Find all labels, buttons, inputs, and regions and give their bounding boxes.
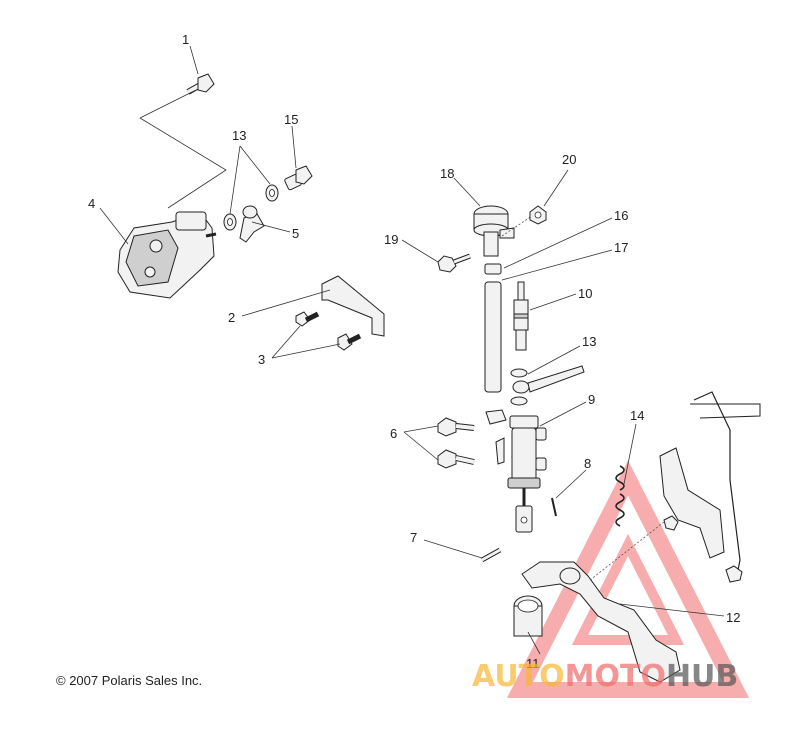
mounting-bracket-2 <box>321 275 385 337</box>
leader-lines <box>99 45 725 655</box>
callout-10: 10 <box>578 286 592 301</box>
watermark-moto: MOTO <box>565 659 666 694</box>
watermark-hub: HUB <box>666 659 738 694</box>
spring-14 <box>615 465 625 527</box>
master-cylinder-9 <box>495 415 547 533</box>
hose-clamp <box>485 409 507 425</box>
screws-3 <box>295 311 362 351</box>
bolt-1 <box>186 73 215 95</box>
washers-13-right <box>510 368 528 406</box>
callout-2: 2 <box>228 310 235 325</box>
callout-20: 20 <box>562 152 576 167</box>
callout-6: 6 <box>390 426 397 441</box>
frame-bracket <box>659 391 761 583</box>
watermark-auto: AUTO <box>472 659 565 694</box>
hose-17 <box>484 281 502 393</box>
brake-caliper-4 <box>117 211 217 299</box>
pin-7 <box>480 547 502 563</box>
callouts: 1 13 15 4 5 2 3 18 20 19 16 17 10 13 9 6… <box>88 32 740 671</box>
banjo-bolt-15 <box>284 165 313 191</box>
copyright-notice: © 2007 Polaris Sales Inc. <box>56 673 202 688</box>
callout-16: 16 <box>614 208 628 223</box>
callout-1: 1 <box>182 32 189 47</box>
reservoir-18 <box>473 205 515 257</box>
nut-20 <box>529 205 547 225</box>
callout-7: 7 <box>410 530 417 545</box>
brake-pedal-11 <box>513 561 681 683</box>
callout-9: 9 <box>588 392 595 407</box>
cotter-pin-8 <box>551 497 557 517</box>
washer-13-left <box>223 184 279 231</box>
callout-18: 18 <box>440 166 454 181</box>
callout-19: 19 <box>384 232 398 247</box>
clamp-16 <box>484 263 502 275</box>
callout-5: 5 <box>292 226 299 241</box>
callout-13-right: 13 <box>582 334 596 349</box>
screw-19 <box>437 253 471 273</box>
banjo-hose-fitting <box>512 365 585 394</box>
callout-13-left: 13 <box>232 128 246 143</box>
callout-12: 12 <box>726 610 740 625</box>
callout-8: 8 <box>584 456 591 471</box>
callout-14: 14 <box>630 408 644 423</box>
banjo-fitting-5 <box>239 205 265 243</box>
callout-4: 4 <box>88 196 95 211</box>
callout-11: 11 <box>526 656 540 671</box>
brake-switch-10 <box>513 281 529 351</box>
callout-15: 15 <box>284 112 298 127</box>
callout-17: 17 <box>614 240 628 255</box>
callout-3: 3 <box>258 352 265 367</box>
bolts-6 <box>437 417 475 469</box>
watermark-text: AUTOMOTOHUB <box>472 659 738 694</box>
svg-text:AUTOMOTOHUB: AUTOMOTOHUB <box>472 659 738 694</box>
